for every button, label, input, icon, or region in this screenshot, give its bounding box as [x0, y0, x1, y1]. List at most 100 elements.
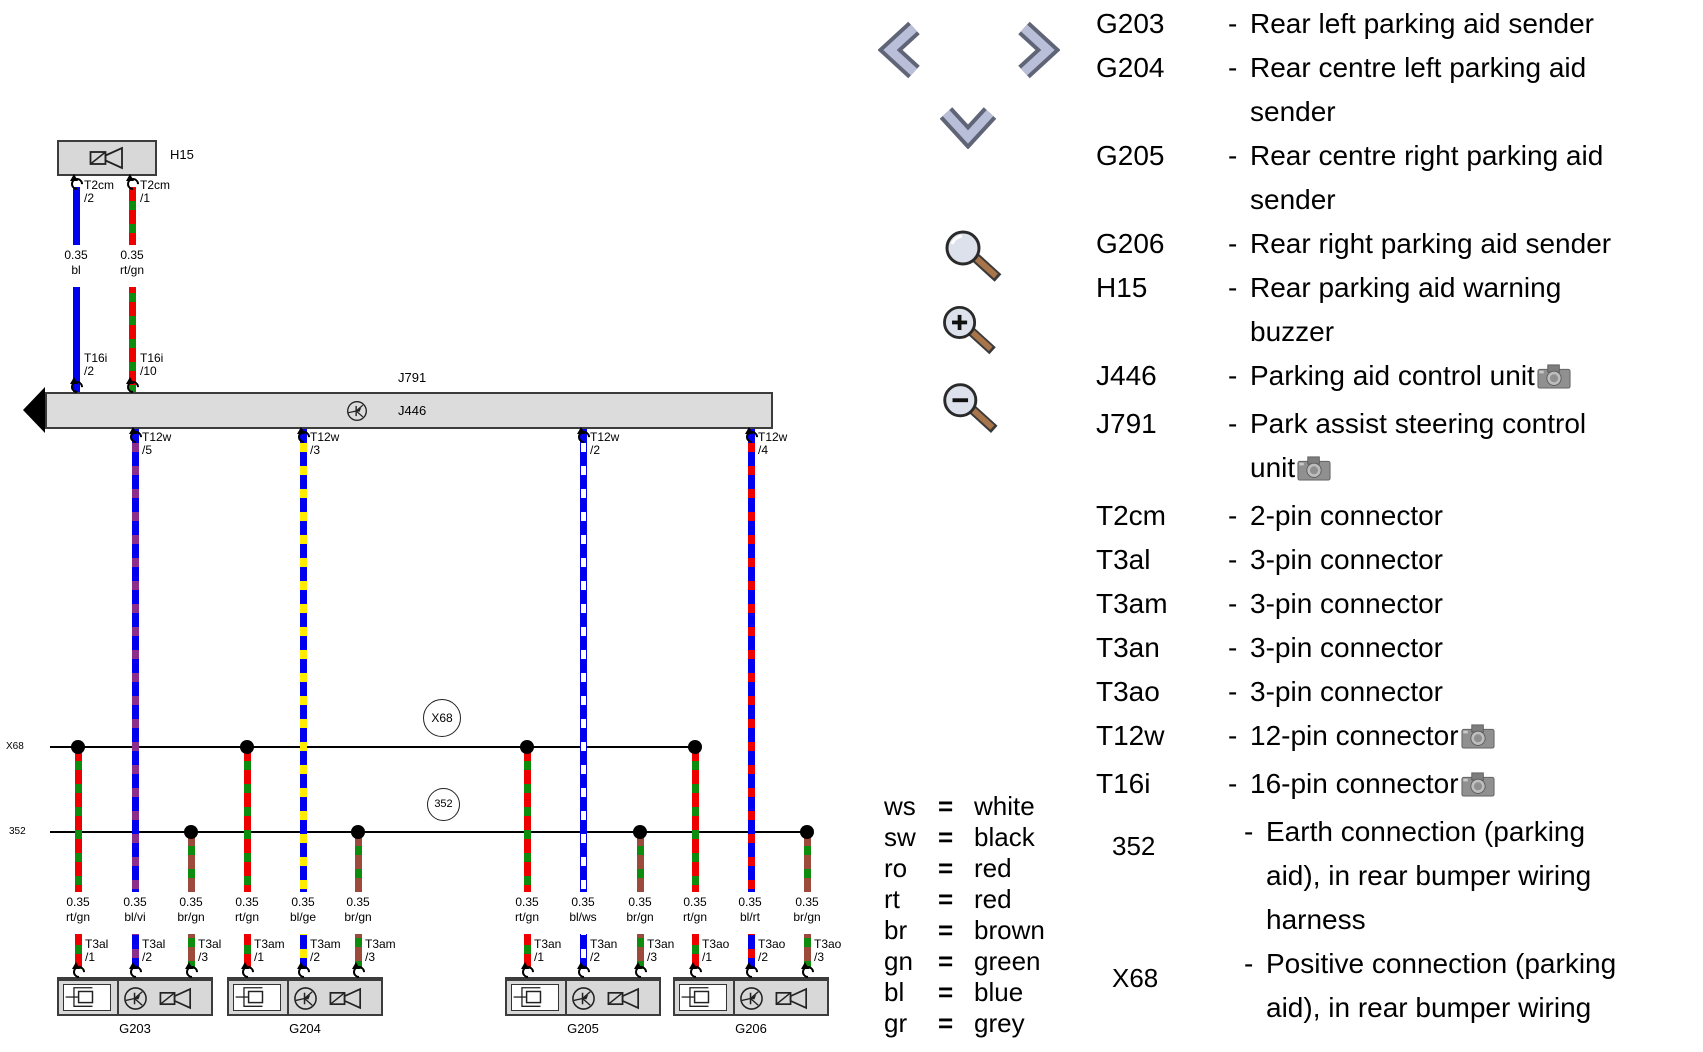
e352-line-label: 352: [9, 826, 26, 837]
pin-label: T3ao/3: [814, 937, 842, 964]
magnifier-icon: [945, 230, 1002, 282]
junction-dot: [351, 825, 365, 839]
wire-blvi-t12w5: [132, 429, 139, 969]
pin-label: T3ao/2: [758, 937, 786, 964]
pin-label: T3al/1: [85, 937, 109, 964]
chevron-down-icon: [939, 107, 997, 150]
sensor-label: G206: [735, 1021, 767, 1036]
legend-term: T12w: [1096, 720, 1165, 751]
wire-blws-t12w2: [580, 429, 587, 969]
legend-row: J446-Parking aid control unit: [1096, 354, 1700, 402]
electronics-symbol-icon: [294, 987, 317, 1010]
color-key-row: ws=white: [884, 791, 1035, 821]
next-page-button[interactable]: [1014, 20, 1061, 85]
pin-label: T12w/3: [310, 430, 340, 457]
zoom-out-button[interactable]: [936, 378, 1004, 443]
sensor-box-g203: [57, 977, 213, 1016]
connector-hook: [297, 427, 310, 441]
legend-term: T2cm: [1096, 500, 1166, 531]
legend-desc: 16-pin connector: [1250, 762, 1700, 810]
connector-hook: [745, 962, 758, 976]
color-key-row: sw=black: [884, 822, 1035, 852]
page-continuation-arrow[interactable]: [23, 387, 45, 433]
speaker-icon: [329, 987, 362, 1010]
legend-row: T3ao-3-pin connector: [1096, 670, 1700, 714]
pin-label: T2cm/1: [140, 178, 170, 205]
sensor-box-g206: [673, 977, 829, 1016]
buzzer-label: H15: [170, 147, 194, 162]
pin-label: T16i/10: [140, 351, 164, 378]
camera-icon[interactable]: [1461, 718, 1495, 762]
color-key-row: gn=green: [884, 946, 1041, 976]
legend-term: T16i: [1096, 768, 1151, 799]
sensor-symbol-panel: [233, 984, 281, 1011]
camera-icon[interactable]: [1297, 450, 1331, 494]
pin-label: T3al/3: [198, 937, 222, 964]
color-key-row: bl=blue: [884, 977, 1024, 1007]
magnifier-minus-icon: [943, 383, 998, 433]
color-key-row: rt=red: [884, 884, 1012, 914]
pin-label: T3an/2: [590, 937, 618, 964]
connector-hook: [185, 962, 198, 976]
sensor-label: G204: [289, 1021, 321, 1036]
pin-label: T3al/2: [142, 937, 166, 964]
legend-row: G203-Rear left parking aid sender: [1096, 2, 1700, 46]
legend-term: T3an: [1096, 632, 1160, 663]
wire-bl-h15: [73, 187, 80, 392]
wire-blge-t12w3: [300, 429, 307, 969]
camera-icon[interactable]: [1537, 358, 1571, 402]
control-unit-outer-label: J791: [398, 370, 427, 385]
color-key-row: gr=grey: [884, 1008, 1025, 1038]
color-key-row: br=brown: [884, 915, 1045, 945]
pin-label: T16i/2: [84, 351, 108, 378]
connector-hook: [689, 962, 702, 976]
previous-page-button[interactable]: [877, 20, 924, 85]
junction-dot: [184, 825, 198, 839]
legend-term: J791: [1096, 408, 1157, 439]
sensor-symbol-panel: [63, 984, 111, 1011]
wire-rtgn-h15: [129, 187, 136, 392]
connector-hook: [126, 377, 139, 391]
pin-label: T2cm/2: [84, 178, 114, 205]
zoom-tool-button[interactable]: [938, 228, 1008, 289]
connector-hook: [126, 174, 139, 188]
sensor-element-icon: [681, 987, 710, 1007]
sensor-element-icon: [235, 987, 264, 1007]
legend-term: G205: [1096, 140, 1165, 171]
chevron-left-icon: [877, 21, 920, 79]
pin-label: T3am/2: [310, 937, 341, 964]
divider: [565, 981, 567, 1016]
control-unit-inner-label: J446: [398, 403, 427, 418]
connector-hook: [72, 962, 85, 976]
legend-desc: Rear left parking aid sender: [1250, 8, 1594, 39]
camera-icon[interactable]: [1461, 766, 1495, 810]
legend-row: T2cm-2-pin connector: [1096, 494, 1700, 538]
pin-label: T12w/5: [142, 430, 172, 457]
legend-term: T3am: [1096, 588, 1168, 619]
legend-term: G206: [1096, 228, 1165, 259]
connector-hook: [577, 427, 590, 441]
zoom-in-button[interactable]: [936, 301, 1002, 364]
connector-hook: [70, 174, 83, 188]
connector-hook: [129, 427, 142, 441]
legend-term: T3al: [1096, 544, 1151, 575]
buzzer-box-h15: [57, 140, 157, 176]
legend-row: G206-Rear right parking aid sender: [1096, 222, 1700, 266]
page-down-button[interactable]: [938, 103, 998, 154]
